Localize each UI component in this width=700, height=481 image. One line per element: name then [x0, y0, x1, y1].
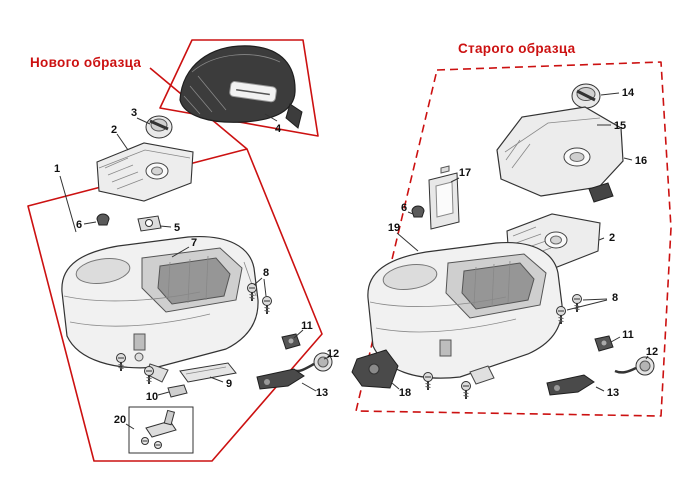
part-12-primer-bulb-old: [614, 356, 655, 376]
callout-16: 16: [635, 155, 647, 167]
part-20-detail-box: [128, 406, 194, 454]
part-9-plate: [179, 362, 237, 383]
callout-14: 14: [622, 87, 635, 99]
part-14-fuel-cap-old: [571, 83, 601, 109]
callout-8-old: 8: [612, 292, 618, 304]
callout-12: 12: [327, 348, 339, 360]
callout-13: 13: [316, 387, 328, 399]
part-10-clip: [167, 384, 188, 398]
leader-lines: [59, 92, 649, 430]
part-7-main-housing: [61, 235, 259, 383]
part-17-plate-old: [428, 165, 460, 230]
part-18-bracket-old: [351, 349, 399, 389]
new-model-top-outline: [159, 39, 319, 137]
callout-4: 4: [275, 123, 282, 135]
old-model-boundary: [355, 61, 672, 417]
part-11-retainer-old: [594, 335, 614, 352]
callout-8: 8: [263, 267, 269, 279]
new-model-title: Нового образца: [30, 55, 141, 70]
part-4-engine-shroud: [179, 45, 303, 129]
callout-6: 6: [76, 219, 82, 231]
callout-7: 7: [191, 237, 197, 249]
callout-20: 20: [114, 414, 126, 426]
callouts-new-model: 1 2 3 4 5 6 7 8 9 10 11 12 13 20: [54, 107, 339, 426]
new-model-main-outline: [27, 148, 323, 462]
part-16-top-cover-old: [496, 106, 624, 203]
callout-12-old: 12: [646, 346, 658, 358]
callout-2-old: 2: [609, 232, 615, 244]
old-model-title: Старого образца: [458, 41, 576, 56]
callout-11: 11: [301, 320, 313, 332]
part-6-knob: [96, 213, 110, 226]
brand-label: [229, 81, 277, 103]
part-3-fuel-cap: [145, 115, 173, 139]
part-19-main-housing-old: [367, 241, 563, 385]
part-13-lever-old: [546, 374, 595, 396]
callout-19: 19: [388, 222, 400, 234]
part-5-bracket: [137, 215, 162, 232]
callout-5: 5: [174, 222, 180, 234]
callout-9: 9: [226, 378, 232, 390]
callout-17: 17: [459, 167, 471, 179]
callout-11-old: 11: [622, 329, 634, 341]
callout-13-old: 13: [607, 387, 619, 399]
callout-6-old: 6: [401, 202, 407, 214]
part-11-retainer: [281, 333, 301, 350]
callout-18: 18: [399, 387, 411, 399]
callout-2: 2: [111, 124, 117, 136]
callout-15: 15: [614, 120, 626, 132]
old-model-dashed-outline: [355, 61, 672, 417]
callouts-old-model: 14 15 16 17 6 19 2 8 11 12 13 18: [388, 87, 658, 399]
part-6-knob-old: [411, 205, 425, 218]
callout-10: 10: [146, 391, 158, 403]
callout-3: 3: [131, 107, 137, 119]
part-13-lever: [256, 368, 305, 390]
part-2-filter-cover: [96, 142, 194, 202]
callout-1: 1: [54, 163, 60, 175]
